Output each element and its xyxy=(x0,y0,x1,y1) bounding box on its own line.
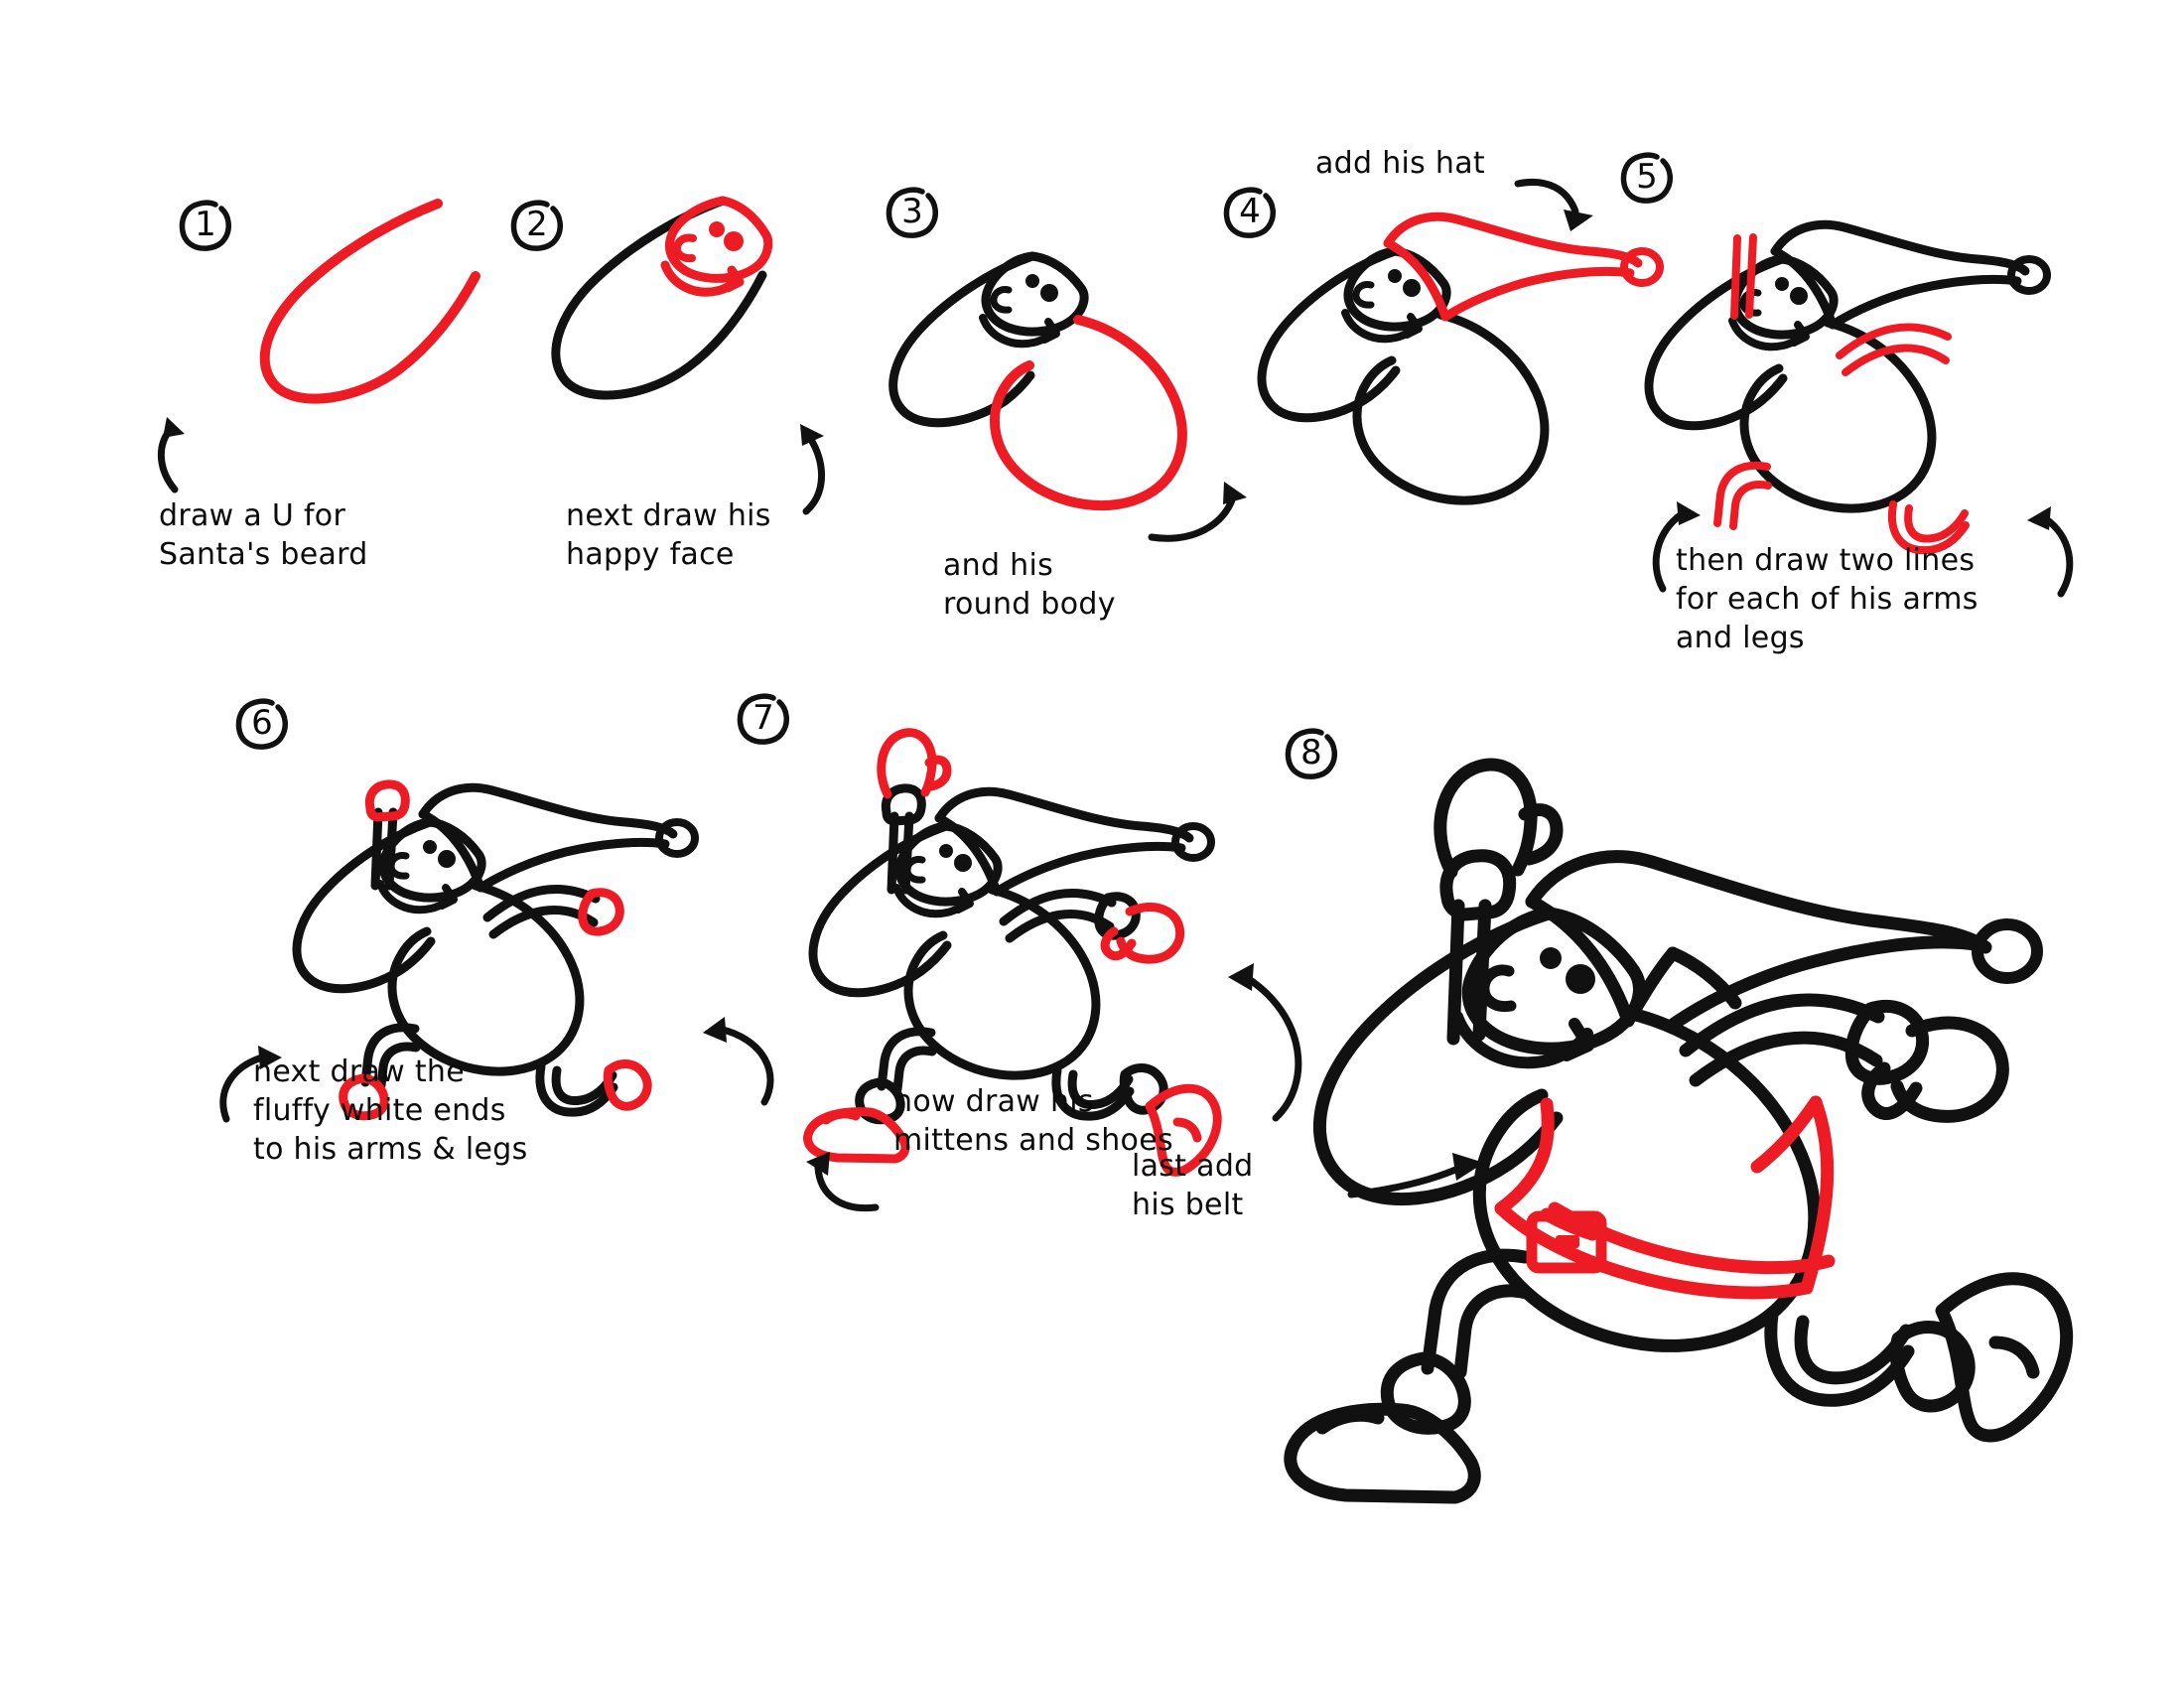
eye-left xyxy=(1540,947,1562,969)
step-1-arrow xyxy=(157,417,185,493)
step-5-number-text: 5 xyxy=(1636,157,1658,197)
step-2: 2 next draw his happy face xyxy=(496,179,893,596)
step-3-caption: and his round body xyxy=(943,548,1116,622)
step-7-number-text: 7 xyxy=(752,698,774,738)
round-body xyxy=(1739,318,1937,513)
mittens-and-shoes xyxy=(803,728,1222,1177)
step-6-number-badge: 6 xyxy=(233,695,291,753)
round-body xyxy=(387,881,585,1076)
happy-face xyxy=(1451,907,1646,1069)
step-2-drawing xyxy=(551,196,773,400)
step-7-arrow-left xyxy=(806,1152,880,1212)
step-4-number-text: 4 xyxy=(1239,192,1261,231)
beard-outline xyxy=(1644,254,1788,431)
step-number-circle-icon xyxy=(1223,187,1276,238)
step-6-number-text: 6 xyxy=(251,703,273,743)
beard-outline xyxy=(1257,246,1401,423)
belt-buckle xyxy=(1526,1210,1607,1274)
step-7-arrow-right xyxy=(1228,963,1302,1122)
step-5-drawing xyxy=(1644,219,2051,555)
step-4-number-badge: 4 xyxy=(1221,184,1279,241)
eye-right xyxy=(1566,964,1595,994)
step-4-drawing xyxy=(1257,211,1664,505)
beard-outline xyxy=(808,821,952,998)
beard-outline xyxy=(551,196,767,400)
step-3-number-text: 3 xyxy=(901,192,923,231)
santa-hat xyxy=(1383,211,1664,322)
step-5-number-badge: 5 xyxy=(1618,149,1676,207)
beard-outline xyxy=(888,251,1037,428)
step-3: 3 and his round body xyxy=(874,179,1300,655)
step-5-arrow-right xyxy=(2027,506,2074,598)
step-7-drawing xyxy=(803,728,1222,1177)
step-8-drawing xyxy=(1284,758,2074,1504)
step-8-arrow xyxy=(1347,1153,1484,1198)
beard-outline xyxy=(292,817,436,994)
step-6-drawing xyxy=(292,779,699,1121)
step-2-number-text: 2 xyxy=(526,205,548,244)
step-number-circle-icon xyxy=(179,200,231,251)
left-arm xyxy=(1433,758,1564,1046)
happy-face xyxy=(1728,254,1839,352)
round-body xyxy=(989,315,1187,510)
step-4-arrow xyxy=(1514,179,1593,231)
step-2-caption: next draw his happy face xyxy=(566,498,771,572)
round-body xyxy=(1352,310,1550,505)
step-1: 1 draw a U for Santa's beard xyxy=(149,179,546,596)
right-leg xyxy=(1764,1272,2074,1443)
step-4: 4 xyxy=(1221,144,1688,591)
happy-face xyxy=(1341,246,1451,344)
step-7-caption: now draw his mittens and shoes xyxy=(893,1084,1173,1158)
step-number-circle-icon xyxy=(510,200,563,251)
step-6: 6 xyxy=(219,685,774,1201)
arms-and-legs xyxy=(1713,233,1970,555)
step-number-circle-icon xyxy=(886,187,938,238)
step-number-circle-icon xyxy=(235,698,288,750)
beard-outline xyxy=(1313,907,1564,1206)
left-leg xyxy=(1284,1248,1534,1504)
step-6-arrow-right xyxy=(703,1017,774,1106)
happy-face xyxy=(660,196,773,297)
step-5: 5 xyxy=(1598,144,2154,670)
step-7: 7 xyxy=(735,685,1302,1212)
belt xyxy=(1494,1095,1836,1300)
step-7-number-badge: 7 xyxy=(735,690,792,748)
step-8-caption: last add his belt xyxy=(1132,1149,1254,1222)
beard-u-shape xyxy=(259,199,480,404)
step-3-drawing xyxy=(888,251,1187,510)
step-2-arrow xyxy=(800,424,825,515)
step-8-number-badge: 8 xyxy=(1283,725,1340,782)
happy-face xyxy=(979,251,1089,349)
step-number-circle-icon xyxy=(1620,152,1673,204)
step-6-arrow-left xyxy=(219,1046,282,1123)
step-number-circle-icon xyxy=(1285,728,1337,779)
step-4-caption: add his hat xyxy=(1315,146,1485,181)
step-1-number-badge: 1 xyxy=(177,197,234,254)
round-body xyxy=(1472,1006,1822,1352)
step-8-number-text: 8 xyxy=(1300,733,1322,773)
step-5-caption: then draw two lines for each of his arms… xyxy=(1676,543,1979,655)
step-number-circle-icon xyxy=(737,693,789,745)
step-6-caption: next draw the fluffy white ends to his a… xyxy=(253,1055,528,1167)
step-1-number-text: 1 xyxy=(195,205,216,244)
step-8: 8 xyxy=(1132,715,2085,1539)
step-1-caption: draw a U for Santa's beard xyxy=(159,498,368,572)
round-body xyxy=(903,885,1101,1080)
step-2-number-badge: 2 xyxy=(508,197,566,254)
belt-buckle-prong xyxy=(1556,1235,1579,1248)
step-1-drawing xyxy=(259,199,480,404)
fluffy-cuffs xyxy=(339,779,652,1121)
step-3-number-badge: 3 xyxy=(884,184,941,241)
step-3-arrow xyxy=(1148,482,1247,542)
right-arm xyxy=(1679,993,2009,1123)
step-5-arrow-left xyxy=(1652,501,1701,593)
